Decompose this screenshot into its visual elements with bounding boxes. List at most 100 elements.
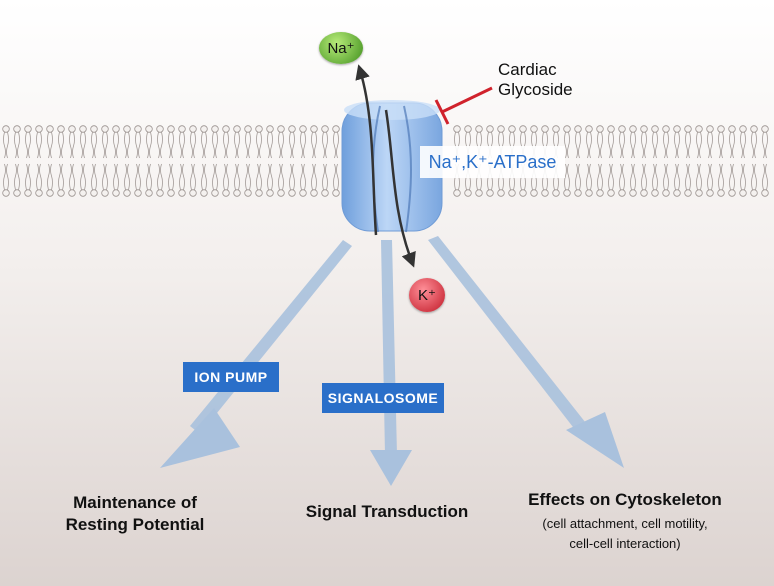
signal-transduction-label: Signal Transduction [305, 502, 469, 521]
lipid-head [475, 125, 483, 133]
lipid-tail [586, 163, 589, 191]
lipid-tail [575, 131, 578, 159]
lipid-head [508, 189, 516, 197]
lipid-tail [168, 131, 171, 159]
lipid-tail [248, 131, 251, 159]
lipid-tail [278, 163, 281, 191]
lipid-tail [94, 163, 97, 191]
lipid-head [233, 125, 241, 133]
lipid-head [24, 189, 32, 197]
lipid-tail [50, 131, 53, 159]
lipid-head [46, 189, 54, 197]
lipid-tail [215, 163, 218, 191]
lipid-tail [303, 131, 306, 159]
lipid-head [178, 125, 186, 133]
lipid-tail [652, 131, 655, 159]
lipid-head [35, 125, 43, 133]
lipid-head [530, 125, 538, 133]
lipid-tail [743, 163, 746, 191]
lipid-head [629, 189, 637, 197]
lipid-head [618, 189, 626, 197]
sodium-ion: Na⁺ [319, 32, 363, 64]
lipid-tail [281, 163, 284, 191]
lipid-head [706, 125, 714, 133]
lipid-tail [666, 163, 669, 191]
lipid-head [695, 125, 703, 133]
lipid-head [464, 189, 472, 197]
lipid-head [629, 125, 637, 133]
lipid-tail [303, 163, 306, 191]
lipid-tail [740, 131, 743, 159]
lipid-tail [685, 163, 688, 191]
lipid-tail [25, 131, 28, 159]
lipid-tail [292, 131, 295, 159]
lipid-tail [14, 163, 17, 191]
lipid-head [189, 189, 197, 197]
lipid-head [662, 189, 670, 197]
lipid-tail [633, 163, 636, 191]
lipid-tail [6, 131, 9, 159]
lipid-head [79, 189, 87, 197]
lipid-tail [710, 131, 713, 159]
lipid-tail [237, 131, 240, 159]
lipid-head [563, 189, 571, 197]
lipid-tail [644, 163, 647, 191]
lipid-tail [333, 163, 336, 191]
lipid-tail [630, 131, 633, 159]
lipid-tail [149, 131, 152, 159]
lipid-head [640, 189, 648, 197]
lipid-tail [641, 163, 644, 191]
lipid-bilayer [2, 125, 769, 197]
lipid-head [596, 189, 604, 197]
lipid-tail [160, 131, 163, 159]
lipid-head [211, 125, 219, 133]
lipid-tail [256, 163, 259, 191]
lipid-head [332, 189, 340, 197]
lipid-tail [190, 131, 193, 159]
lipid-tail [300, 131, 303, 159]
lipid-head [541, 189, 549, 197]
lipid-tail [677, 163, 680, 191]
lipid-head [508, 125, 516, 133]
lipid-tail [630, 163, 633, 191]
lipid-tail [300, 163, 303, 191]
lipid-tail [201, 131, 204, 159]
lipid-tail [201, 163, 204, 191]
lipid-tail [611, 131, 614, 159]
lipid-tail [743, 131, 746, 159]
lipid-tail [234, 163, 237, 191]
lipid-tail [135, 163, 138, 191]
lipid-tail [721, 131, 724, 159]
lipid-tail [259, 163, 262, 191]
lipid-head [662, 125, 670, 133]
lipid-tail [754, 163, 757, 191]
lipid-head [299, 125, 307, 133]
lipid-tail [564, 163, 567, 191]
lipid-tail [333, 131, 336, 159]
lipid-head [156, 189, 164, 197]
lipid-tail [652, 163, 655, 191]
lipid-tail [248, 163, 251, 191]
lipid-tail [14, 131, 17, 159]
lipid-head [563, 125, 571, 133]
lipid-tail [226, 163, 229, 191]
ion-pump-tag: ION PUMP [183, 362, 279, 392]
lipid-head [222, 189, 230, 197]
lipid-tail [314, 163, 317, 191]
lipid-tail [270, 163, 273, 191]
lipid-tail [600, 131, 603, 159]
lipid-tail [215, 131, 218, 159]
lipid-head [530, 189, 538, 197]
lipid-tail [270, 131, 273, 159]
lipid-tail [707, 131, 710, 159]
lipid-head [90, 189, 98, 197]
lipid-tail [688, 131, 691, 159]
lipid-tail [732, 131, 735, 159]
lipid-head [123, 189, 131, 197]
lipid-tail [608, 131, 611, 159]
lipid-tail [336, 163, 339, 191]
lipid-head [310, 125, 318, 133]
lipid-head [607, 189, 615, 197]
lipid-tail [3, 131, 6, 159]
signalosome-tag: SIGNALOSOME [322, 383, 444, 413]
